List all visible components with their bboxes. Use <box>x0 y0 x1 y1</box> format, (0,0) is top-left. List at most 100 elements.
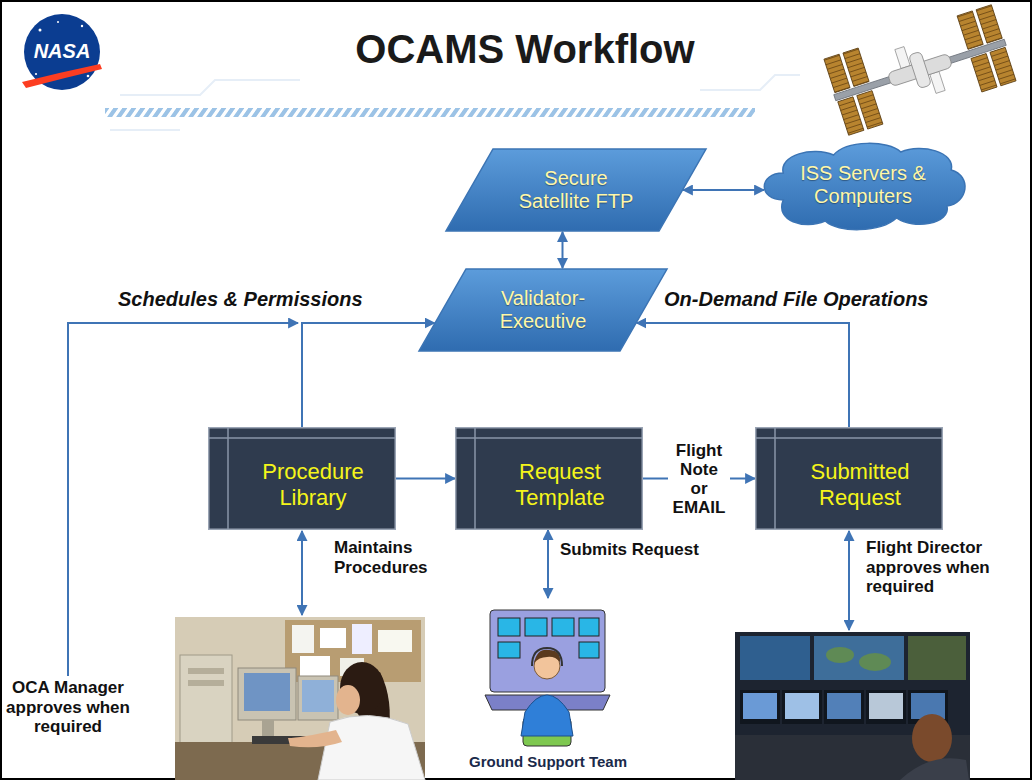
text-block: Secure Satellite FTP <box>512 167 640 213</box>
control-room-photo <box>908 636 966 680</box>
control-room-photo <box>859 653 891 671</box>
flow-arrow <box>562 232 564 268</box>
nasa-logo <box>57 21 59 23</box>
nasa-logo <box>22 64 102 88</box>
office-photo <box>175 617 425 780</box>
control-room-photo <box>869 693 903 719</box>
control-room-photo <box>866 690 906 724</box>
text-block: ISS Servers & Computers <box>788 162 938 208</box>
office-photo <box>300 656 330 676</box>
team-clipart <box>525 618 547 636</box>
edge-label: Flight Note or EMAIL <box>668 441 730 517</box>
team-clipart <box>579 642 599 658</box>
node-label: Submitted Request <box>790 459 930 510</box>
team-clipart <box>498 642 520 658</box>
title-band <box>105 108 755 117</box>
iss-illustration <box>908 51 931 88</box>
team-clipart <box>521 695 573 736</box>
team-figure: Ground Support Team <box>458 598 638 770</box>
iss-illustration <box>976 5 1002 43</box>
team-clipart <box>552 618 574 636</box>
nasa-logo <box>39 29 42 32</box>
office-photo <box>378 630 412 652</box>
control-room-photo <box>785 693 819 719</box>
nasa-logo <box>87 75 90 78</box>
control-room-photo <box>740 636 810 680</box>
control-room-photo <box>782 690 822 724</box>
slide-title: OCAMS Workflow <box>250 26 800 72</box>
control-room-photo <box>912 714 952 762</box>
server-cloud: ISS Servers & Computers <box>758 140 968 230</box>
box-fill <box>756 428 943 530</box>
iss-illustration <box>895 47 910 69</box>
office-photo <box>188 680 224 686</box>
node-label: Ground Support Team <box>469 753 627 770</box>
node-label: ISS Servers & Computers <box>788 162 938 208</box>
iss-illustration <box>834 39 1006 100</box>
parallelogram-shape <box>419 269 667 351</box>
storage-rule <box>456 437 642 439</box>
arrow-label: Maintains Procedures <box>334 538 449 577</box>
circuit-background <box>700 75 800 90</box>
storage-box: Request Template <box>455 427 643 530</box>
iss-illustration <box>822 4 1017 135</box>
edge-label: Schedules & Permissions <box>118 288 363 311</box>
validator-parallelogram: Validator-Executive <box>418 268 668 352</box>
office-photo <box>320 628 346 648</box>
office-photo <box>292 625 314 653</box>
team-clipart <box>498 618 520 636</box>
arrow-label: Flight Director approves when required <box>866 538 1022 597</box>
approval-lines <box>68 323 849 676</box>
office-photo <box>188 668 224 674</box>
iss-illustration <box>857 91 883 129</box>
logo-text: NASA <box>26 40 98 63</box>
control-room-photo <box>814 636 904 680</box>
control-room-photo <box>824 690 864 724</box>
node-label: Secure Satellite FTP <box>512 167 640 213</box>
storage-box: Submitted Request <box>755 427 943 530</box>
circuit-background <box>120 80 300 95</box>
control-room-photo <box>900 758 969 780</box>
office-photo <box>244 673 290 711</box>
flow-arrow <box>683 189 764 191</box>
node-label: Request Template <box>490 459 630 510</box>
text-block: Procedure Library <box>243 459 383 510</box>
title-band <box>105 108 755 117</box>
flow-arrow <box>547 530 549 598</box>
ftp-parallelogram: Secure Satellite FTP <box>445 148 707 232</box>
storage-rule <box>209 437 395 439</box>
control-room-photo <box>827 693 861 719</box>
office-photo <box>238 668 296 720</box>
office-photo <box>288 730 342 747</box>
iss-illustration <box>843 48 869 86</box>
edge-label: Submits Request <box>560 540 699 560</box>
office-photo <box>302 680 334 712</box>
office-photo <box>175 617 425 780</box>
control-room-photo <box>735 632 970 780</box>
storage-rule <box>227 428 229 529</box>
node-label: Validator-Executive <box>473 287 613 333</box>
team-clipart <box>532 648 562 666</box>
office-photo <box>318 715 425 780</box>
storage-rule <box>756 437 942 439</box>
text-block: Validator-Executive <box>473 287 613 333</box>
box-fill <box>456 428 643 530</box>
control-room-photo <box>740 690 780 724</box>
connectors <box>302 190 849 598</box>
office-photo <box>336 685 360 715</box>
office-photo <box>262 720 274 738</box>
edge-label: On-Demand File Operations <box>664 288 928 311</box>
office-photo <box>352 624 372 654</box>
iss-illustration <box>930 71 945 93</box>
nasa-logo <box>81 25 83 27</box>
nasa-logo <box>22 14 102 90</box>
node-label: Procedure Library <box>243 459 383 510</box>
office-photo <box>298 676 338 720</box>
approval-lines <box>848 531 850 630</box>
flow-arrow <box>396 478 455 480</box>
approval-lines <box>301 531 303 615</box>
flow-arrow <box>637 323 849 427</box>
flow-arrow <box>302 323 435 427</box>
